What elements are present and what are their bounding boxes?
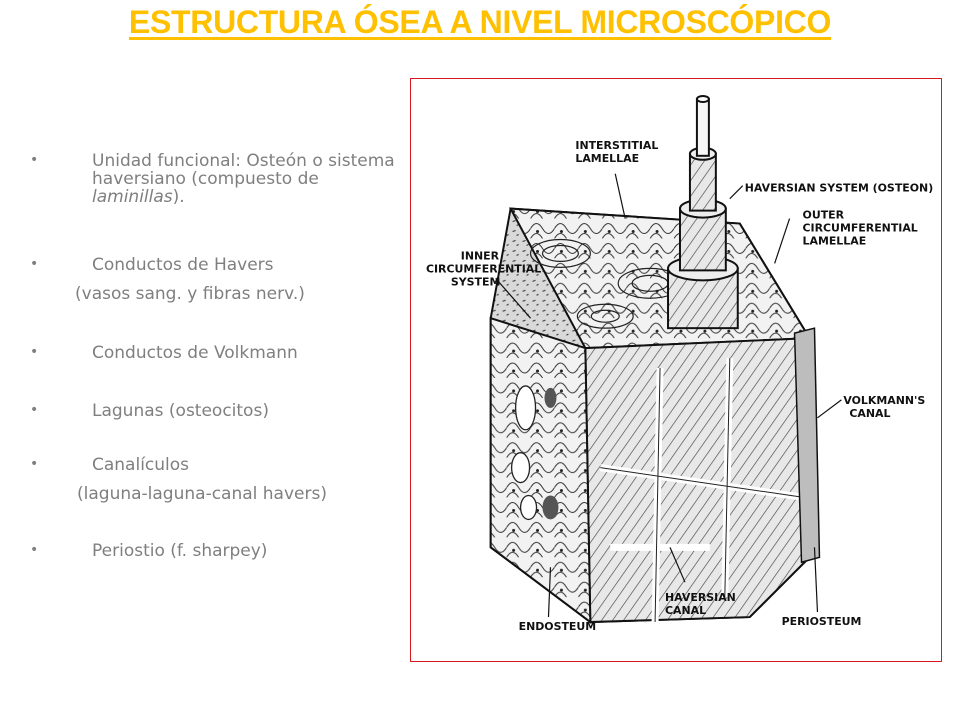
bone-diagram-illustration: INTERSTITIAL LAMELLAE HAVERSIAN SYSTEM (… xyxy=(426,95,933,633)
label-volkmann-canal-2: CANAL xyxy=(849,407,890,420)
bullet-marker: • xyxy=(30,402,39,418)
bullet-text: Conductos de Havers xyxy=(92,255,274,275)
label-interstitial-lamellae-2: LAMELLAE xyxy=(575,152,639,165)
bullet-marker: • xyxy=(30,456,39,472)
bullet-subtext: (laguna-laguna-canal havers) xyxy=(77,484,327,504)
label-outer-circumferential-3: LAMELLAE xyxy=(803,234,867,247)
bullet-text-main: Unidad funcional: Osteón o sistema haver… xyxy=(92,151,395,189)
bullet-marker: • xyxy=(30,344,39,360)
label-haversian-canal-2: CANAL xyxy=(665,604,706,617)
osteon-column xyxy=(667,95,739,330)
bullet-text-tail: ). xyxy=(172,187,185,207)
bullet-subtext: (vasos sang. y fibras nerv.) xyxy=(75,284,305,304)
label-haversian-canal-1: HAVERSIAN xyxy=(665,591,736,604)
label-inner-circumferential-2: CIRCUMFERENTIAL xyxy=(426,262,541,275)
label-outer-circumferential-1: OUTER xyxy=(803,209,845,222)
bullet-text-emphasis: laminillas xyxy=(92,187,173,207)
label-outer-circumferential-2: CIRCUMFERENTIAL xyxy=(803,222,918,235)
bullet-marker: • xyxy=(30,152,39,168)
bullet-marker: • xyxy=(30,256,39,272)
slide-title: ESTRUCTURA ÓSEA A NIVEL MICROSCÓPICO xyxy=(128,4,832,40)
bullet-text: Lagunas (osteocitos) xyxy=(92,401,269,421)
bullet-marker: • xyxy=(30,542,39,558)
label-periosteum: PERIOSTEUM xyxy=(782,615,862,628)
bullet-text: Unidad funcional: Osteón o sistema haver… xyxy=(92,152,414,206)
bone-structure-figure: INTERSTITIAL LAMELLAE HAVERSIAN SYSTEM (… xyxy=(410,78,942,662)
label-haversian-system: HAVERSIAN SYSTEM (OSTEON) xyxy=(745,182,933,195)
bullet-text: Conductos de Volkmann xyxy=(92,343,298,363)
bullet-text: Periostio (f. sharpey) xyxy=(92,541,268,561)
label-interstitial-lamellae-1: INTERSTITIAL xyxy=(575,139,658,152)
label-volkmann-canal-1: VOLKMANN'S xyxy=(843,394,925,407)
label-inner-circumferential-3: SYSTEM xyxy=(451,275,501,288)
bullet-text: Canalículos xyxy=(92,455,190,475)
label-inner-circumferential-1: INNER xyxy=(461,249,500,262)
leader-lines xyxy=(495,173,842,618)
label-endosteum: ENDOSTEUM xyxy=(519,620,597,633)
